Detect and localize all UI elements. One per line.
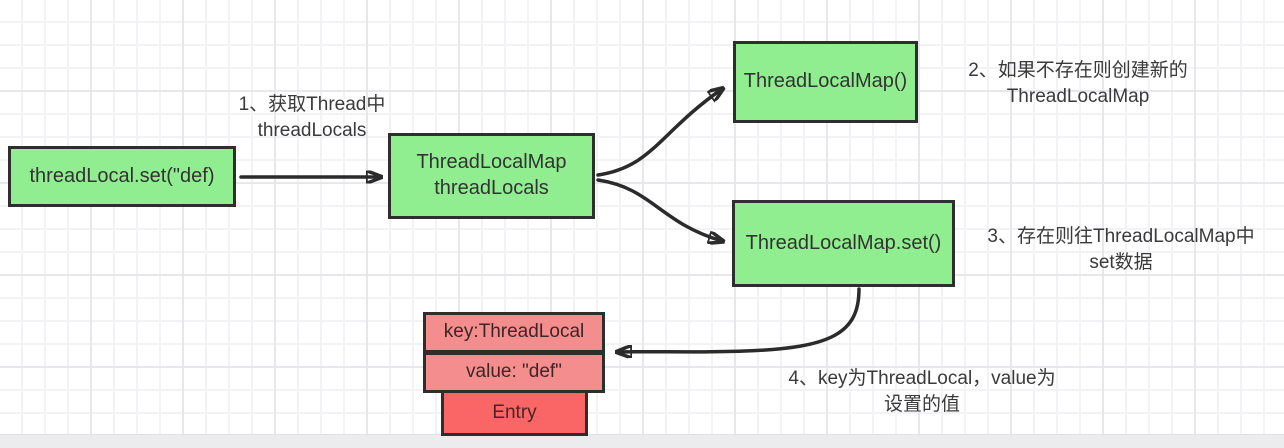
node-threadlocals-field: ThreadLocalMap threadLocals xyxy=(388,133,595,219)
annotation-step1: 1、获取Thread中 threadLocals xyxy=(222,92,402,144)
arrow-field-to-mapset xyxy=(596,178,722,241)
node-entry-key: key:ThreadLocal xyxy=(423,312,605,353)
node-label: key:ThreadLocal xyxy=(443,321,585,343)
annotation-line2: threadLocals xyxy=(257,120,367,141)
node-entry-value: value: "def" xyxy=(423,352,605,393)
node-threadlocalmap-set: ThreadLocalMap.set() xyxy=(732,200,955,287)
annotation-line1: 3、存在则往ThreadLocalMap中 xyxy=(987,226,1255,247)
node-threadlocal-set-call: threadLocal.set("def) xyxy=(8,146,236,207)
node-label-line1: ThreadLocalMap xyxy=(416,151,567,174)
annotation-step3: 3、存在则往ThreadLocalMap中 set数据 xyxy=(958,224,1284,276)
node-label: threadLocal.set("def) xyxy=(29,164,215,187)
annotation-step2: 2、如果不存在则创建新的 ThreadLocalMap xyxy=(928,58,1228,110)
arrow-field-to-newmap xyxy=(596,89,722,177)
annotation-line1: 4、key为ThreadLocal，value为 xyxy=(788,368,1056,389)
node-label: ThreadLocalMap.set() xyxy=(745,231,942,254)
annotation-line2: ThreadLocalMap xyxy=(1006,86,1150,107)
node-label: value: "def" xyxy=(466,361,562,383)
node-label: ThreadLocalMap() xyxy=(743,70,908,93)
annotation-step4: 4、key为ThreadLocal，value为 设置的值 xyxy=(772,366,1072,418)
node-label-line2: threadLocals xyxy=(434,177,549,199)
arrow-mapset-to-entry xyxy=(618,287,861,352)
node-label: Entry xyxy=(492,401,537,423)
canvas-bottom-edge xyxy=(0,434,1284,448)
annotation-line2: 设置的值 xyxy=(883,394,960,415)
annotation-line1: 2、如果不存在则创建新的 xyxy=(968,60,1188,81)
annotation-line2: set数据 xyxy=(1089,252,1153,273)
node-new-threadlocalmap: ThreadLocalMap() xyxy=(733,41,918,123)
node-entry: Entry xyxy=(441,390,588,436)
annotation-line1: 1、获取Thread中 xyxy=(238,94,386,115)
